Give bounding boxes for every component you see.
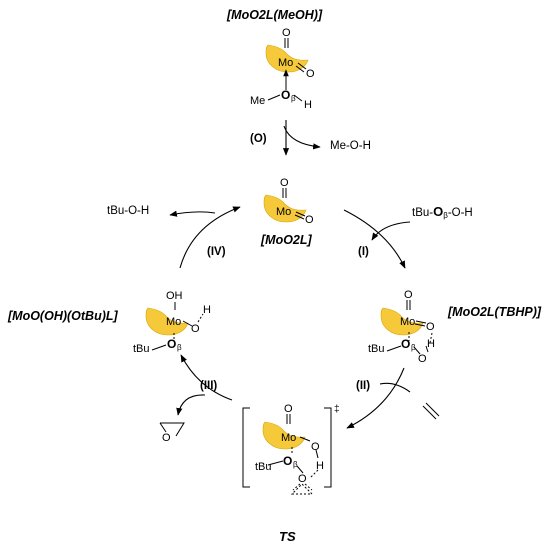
title-ts: TS: [279, 530, 296, 543]
title-mo-oh-otbu-text: [MoO(OH)(OtBu)L]: [8, 309, 118, 323]
tbu-label: tBu: [255, 461, 272, 473]
arrow-step-iii: [180, 354, 233, 401]
beta-symbol: β: [293, 460, 298, 469]
complex-mo-meoh: O Mo O Me O β H: [250, 27, 315, 111]
oxo-top: O: [284, 403, 293, 415]
tbhp-prefix: tBu-: [412, 207, 433, 219]
title-mo: [MoO2L]: [261, 234, 312, 247]
beta-symbol: β: [411, 343, 416, 352]
arrow-meoh-release: [283, 125, 321, 150]
tbhp-suffix: -O-H: [448, 207, 473, 219]
title-mo-tbhp: [MoO2L(TBHP)]: [448, 306, 541, 319]
step-ii-text: (II): [356, 380, 371, 392]
step-iii-text: (III): [200, 380, 218, 392]
tbu-label: tBu: [368, 343, 385, 355]
tbhp-beta-oxygen: O: [433, 204, 443, 219]
step-iii-label: (III): [200, 380, 218, 393]
tbu-label: tBu: [133, 343, 150, 355]
hydroxyl-group: OH: [166, 290, 183, 302]
arrow-epoxide-out: [176, 394, 206, 416]
step-o-text: (O): [250, 133, 267, 145]
meoh-product: Me-O-H: [330, 140, 371, 153]
epoxide-product: O: [159, 422, 185, 444]
beta-oxygen: O: [167, 337, 176, 351]
tbhp-beta: β: [443, 211, 448, 220]
step-i-label: (I): [358, 246, 369, 259]
hydroxyl-h: H: [427, 338, 435, 350]
arrow-step-i: [343, 209, 406, 269]
step-ii-label: (II): [356, 380, 371, 393]
oxygen: O: [191, 323, 200, 335]
beta-oxygen: O: [401, 337, 410, 351]
oxo-right: O: [305, 214, 314, 226]
oxo-top: O: [282, 27, 291, 39]
mo-atom: Mo: [281, 432, 296, 444]
title-mo-text: [MoO2L]: [261, 233, 312, 247]
oxygen: O: [311, 441, 320, 453]
mo-atom: Mo: [276, 206, 291, 218]
complex-mo-tbhp: O Mo O tBu O β O H: [368, 289, 435, 365]
title-mo-tbhp-text: [MoO2L(TBHP)]: [448, 305, 542, 319]
step-iv-label: (IV): [207, 246, 226, 259]
oxo-right: O: [426, 321, 435, 333]
step-iv-text: (IV): [207, 246, 226, 258]
transferring-o: O: [298, 473, 307, 485]
hydroxyl-h: H: [304, 99, 312, 111]
oxo-top: O: [280, 177, 289, 189]
mo-atom: Mo: [166, 316, 181, 328]
cycle-arrows: [169, 120, 411, 429]
ligand-crescent: [145, 307, 189, 336]
alkene-triangle: [290, 483, 314, 495]
arrow-step-iv: [179, 206, 241, 269]
complex-mo-oh-otbu: OH Mo O H tBu O β: [133, 290, 211, 355]
ts-double-dagger: ‡: [334, 405, 340, 415]
beta-oxygen: O: [281, 88, 290, 102]
methyl-label: Me: [250, 95, 265, 107]
peroxo-o: O: [418, 353, 427, 365]
tbuoh-product: tBu-O-H: [107, 205, 150, 218]
arrow-step-ii: [346, 367, 405, 429]
ligand-crescent: [262, 421, 306, 450]
arrow-alkene-in: [379, 382, 411, 393]
arrow-tbuoh-out: [169, 210, 216, 217]
tbhp-reagent: tBu-Oβ-O-H: [412, 204, 473, 220]
title-mo-meoh-text: [MoO2L(MeOH)]: [227, 8, 323, 22]
ts-double-dagger-text: ‡: [334, 404, 340, 415]
step-i-text: (I): [358, 246, 369, 258]
title-mo-meoh: [MoO2L(MeOH)]: [227, 9, 322, 22]
mo-atom: Mo: [400, 316, 415, 328]
ligand-crescent: [380, 307, 424, 336]
oxo-right: O: [306, 68, 315, 80]
complex-mo: O Mo O: [263, 177, 314, 226]
meoh-product-text: Me-O-H: [330, 140, 371, 152]
arrow-tbhp-in: [371, 221, 411, 241]
ts-bracket-right: [324, 407, 332, 488]
alkene-substrate: [422, 402, 440, 420]
title-mo-oh-otbu: [MoO(OH)(OtBu)L]: [8, 310, 118, 323]
hydroxyl-h: H: [316, 460, 324, 472]
oxo-top: O: [404, 289, 413, 301]
step-o-label: (O): [250, 133, 267, 146]
beta-symbol: β: [177, 343, 182, 352]
transition-state: O Mo O tBu O β H O: [242, 403, 332, 495]
ts-bracket-left: [242, 407, 250, 488]
tbuoh-product-text: tBu-O-H: [107, 205, 150, 217]
beta-symbol: β: [291, 94, 296, 103]
beta-oxygen: O: [283, 454, 292, 468]
title-ts-text: TS: [279, 529, 296, 544]
hydroxyl-h: H: [203, 304, 211, 316]
epoxide-oxygen: O: [162, 432, 171, 444]
mo-atom: Mo: [278, 57, 293, 69]
